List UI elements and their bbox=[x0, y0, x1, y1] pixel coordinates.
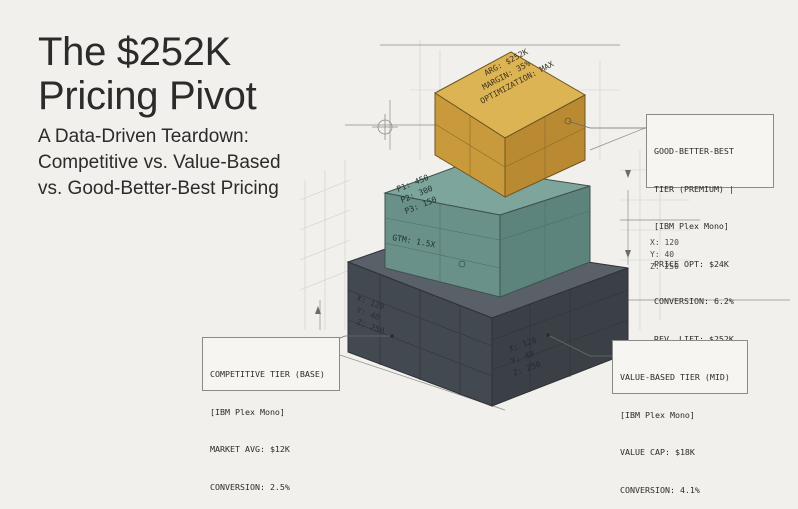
callout-premium-line-4: PRICE OPT: $24K bbox=[654, 258, 729, 269]
callout-mid-line-3: VALUE CAP: $18K bbox=[620, 447, 695, 457]
callout-base-line-4: CONVERSION: 2.5% bbox=[210, 481, 290, 492]
arrow-heads bbox=[315, 170, 631, 314]
subtitle-line-1: A Data-Driven Teardown: bbox=[38, 126, 249, 147]
callout-base-line-1: COMPETITIVE TIER (BASE) bbox=[210, 369, 325, 379]
callout-mid-tier: VALUE-BASED TIER (MID) [IBM Plex Mono] V… bbox=[612, 340, 748, 495]
subtitle-line-3: vs. Good-Better-Best Pricing bbox=[38, 178, 279, 199]
tier-stack-diagram: ARG: $252K MARGIN: 35% OPTIMIZATION: MAX… bbox=[299, 40, 790, 411]
page-subtitle: A Data-Driven Teardown: Competitive vs. … bbox=[38, 124, 358, 202]
crosshair-icon bbox=[372, 114, 398, 140]
leader-dots bbox=[390, 333, 550, 338]
callout-base-line-2: [IBM Plex Mono] bbox=[210, 406, 285, 417]
axis-right-line-3: Z: 250 bbox=[650, 262, 679, 271]
callout-mid-line-4: CONVERSION: 4.1% bbox=[620, 484, 700, 495]
blueprint-grid bbox=[299, 40, 690, 330]
callout-mid-line-1: VALUE-BASED TIER (MID) bbox=[620, 372, 730, 382]
callout-premium-line-2: TIER (PREMIUM) | bbox=[654, 183, 734, 194]
callout-base-tier: COMPETITIVE TIER (BASE) [IBM Plex Mono] … bbox=[202, 337, 340, 492]
callout-premium-line-6: REV. LIFT: $252K bbox=[654, 333, 734, 344]
callout-premium-line-5: CONVERSION: 6.2% bbox=[654, 296, 734, 306]
callout-premium-tier: GOOD-BETTER-BEST TIER (PREMIUM) | [IBM P… bbox=[646, 114, 774, 344]
premium-tier-block bbox=[434, 51, 587, 198]
callout-mid-line-2: [IBM Plex Mono] bbox=[620, 409, 695, 420]
page-title: The $252K Pricing Pivot bbox=[38, 30, 368, 118]
title-line-2: Pricing Pivot bbox=[38, 74, 257, 118]
axis-right-line-2: Y: 40 bbox=[650, 250, 674, 259]
subtitle-line-2: Competitive vs. Value-Based bbox=[38, 152, 281, 173]
callout-premium-line-1: GOOD-BETTER-BEST bbox=[654, 146, 734, 156]
title-line-1: The $252K bbox=[38, 30, 232, 74]
callout-premium-line-3: [IBM Plex Mono] bbox=[654, 221, 729, 231]
axis-right-labels: X: 120 Y: 40 Z: 250 bbox=[650, 238, 679, 271]
axis-right-line-1: X: 120 bbox=[650, 238, 679, 247]
